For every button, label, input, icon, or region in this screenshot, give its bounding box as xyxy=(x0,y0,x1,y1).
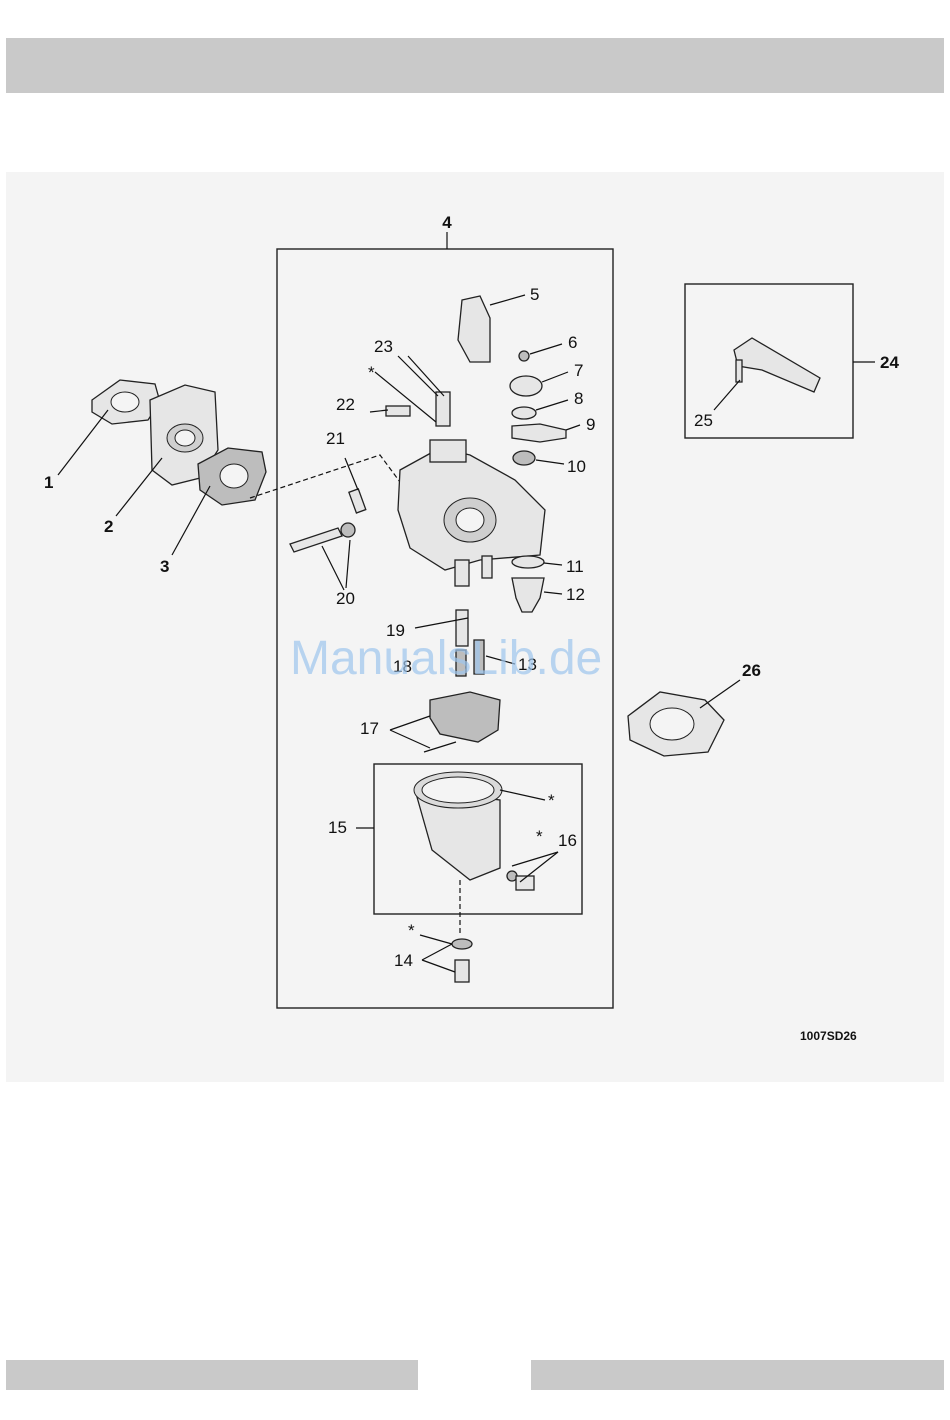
choke-lever-part-25 xyxy=(734,338,820,392)
callout-17: 17 xyxy=(360,719,379,738)
washer-part-8 xyxy=(512,407,536,419)
seal-part-10 xyxy=(513,451,535,465)
callout-4: 4 xyxy=(442,213,452,232)
callout-5: 5 xyxy=(530,285,539,304)
asterisk-16: * xyxy=(536,827,543,846)
callout-21: 21 xyxy=(326,429,345,448)
screw-part-21 xyxy=(349,489,366,513)
bracket-part-5 xyxy=(458,296,490,362)
valve-part-23 xyxy=(436,392,450,426)
clip-part-22 xyxy=(386,406,410,416)
callout-8: 8 xyxy=(574,389,583,408)
asterisk-14: * xyxy=(408,921,415,940)
callout-6: 6 xyxy=(568,333,577,352)
figure-code: 1007SD26 xyxy=(800,1029,857,1043)
asterisk-23: * xyxy=(368,363,375,382)
callout-22: 22 xyxy=(336,395,355,414)
gasket-part-14 xyxy=(452,939,472,949)
lever-part-9 xyxy=(512,424,566,442)
callout-14: 14 xyxy=(394,951,413,970)
callout-9: 9 xyxy=(586,415,595,434)
bolt-part-14 xyxy=(455,960,469,982)
callout-7: 7 xyxy=(574,361,583,380)
callout-2: 2 xyxy=(104,517,113,536)
assembly-box-4 xyxy=(277,249,613,1008)
callout-26: 26 xyxy=(742,661,761,680)
callout-10: 10 xyxy=(567,457,586,476)
float-part-17 xyxy=(424,692,500,752)
float-bowl-part-15 xyxy=(414,772,502,880)
plate-part-7 xyxy=(510,376,542,396)
callout-1: 1 xyxy=(44,473,53,492)
oring-part-11 xyxy=(512,556,544,568)
watermark: ManualsLib.de xyxy=(290,632,602,685)
callout-16: 16 xyxy=(558,831,577,850)
callout-20: 20 xyxy=(336,589,355,608)
callout-11: 11 xyxy=(566,557,584,576)
callout-3: 3 xyxy=(160,557,169,576)
jet-holder-part-12 xyxy=(512,578,544,612)
callout-12: 12 xyxy=(566,585,585,604)
callout-25: 25 xyxy=(694,411,713,430)
screw-part-20 xyxy=(290,528,342,552)
asterisk-15: * xyxy=(548,791,555,810)
callout-24: 24 xyxy=(880,353,899,372)
callout-15: 15 xyxy=(328,818,347,837)
screw-part-6 xyxy=(519,351,529,361)
callout-23: 23 xyxy=(374,337,393,356)
